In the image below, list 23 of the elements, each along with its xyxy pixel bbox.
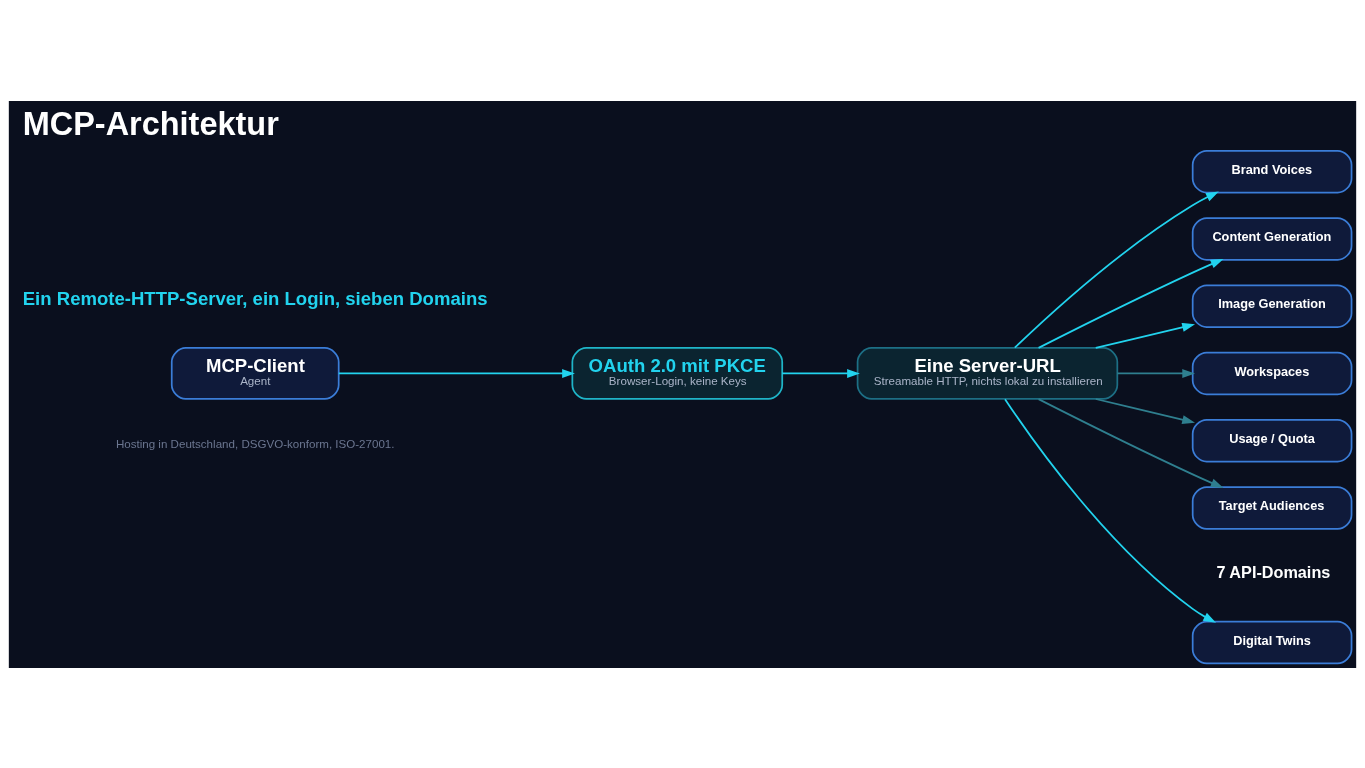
arrow bbox=[1094, 322, 1195, 349]
arrow bbox=[337, 368, 575, 378]
node-box: Brand Voices bbox=[1191, 149, 1353, 193]
diagram-title: MCP-Architektur bbox=[22, 105, 279, 142]
arrow bbox=[1037, 397, 1224, 488]
arrow bbox=[1116, 368, 1196, 378]
node-box: Content Generation bbox=[1191, 216, 1353, 261]
label: Ein Remote-HTTP-Server, ein Login, sieben Domains bbox=[22, 287, 488, 309]
node-box: Digital Twins bbox=[1191, 620, 1353, 664]
arrow bbox=[781, 368, 860, 378]
label: 7 API-Domains bbox=[1216, 562, 1331, 581]
arrow bbox=[1094, 397, 1195, 424]
node-box: Target Audiences bbox=[1191, 485, 1353, 530]
node-box: Workspaces bbox=[1191, 351, 1353, 395]
node-box: OAuth 2.0 mit PKCE Browser-Login, keine Keys bbox=[571, 346, 784, 400]
node-box: Image Generation bbox=[1191, 284, 1353, 328]
label: Hosting in Deutschland, DSGVO-konform, ISO-27001. bbox=[115, 437, 395, 450]
arrow bbox=[1004, 397, 1217, 623]
node-box: Usage / Quota bbox=[1191, 418, 1353, 462]
arrow bbox=[1013, 191, 1219, 349]
node-box: MCP-Client Agent bbox=[170, 346, 340, 400]
node-box: Eine Server-URL Streamable HTTP, nichts lokal zu installieren bbox=[856, 346, 1119, 400]
arrow bbox=[1037, 258, 1224, 349]
